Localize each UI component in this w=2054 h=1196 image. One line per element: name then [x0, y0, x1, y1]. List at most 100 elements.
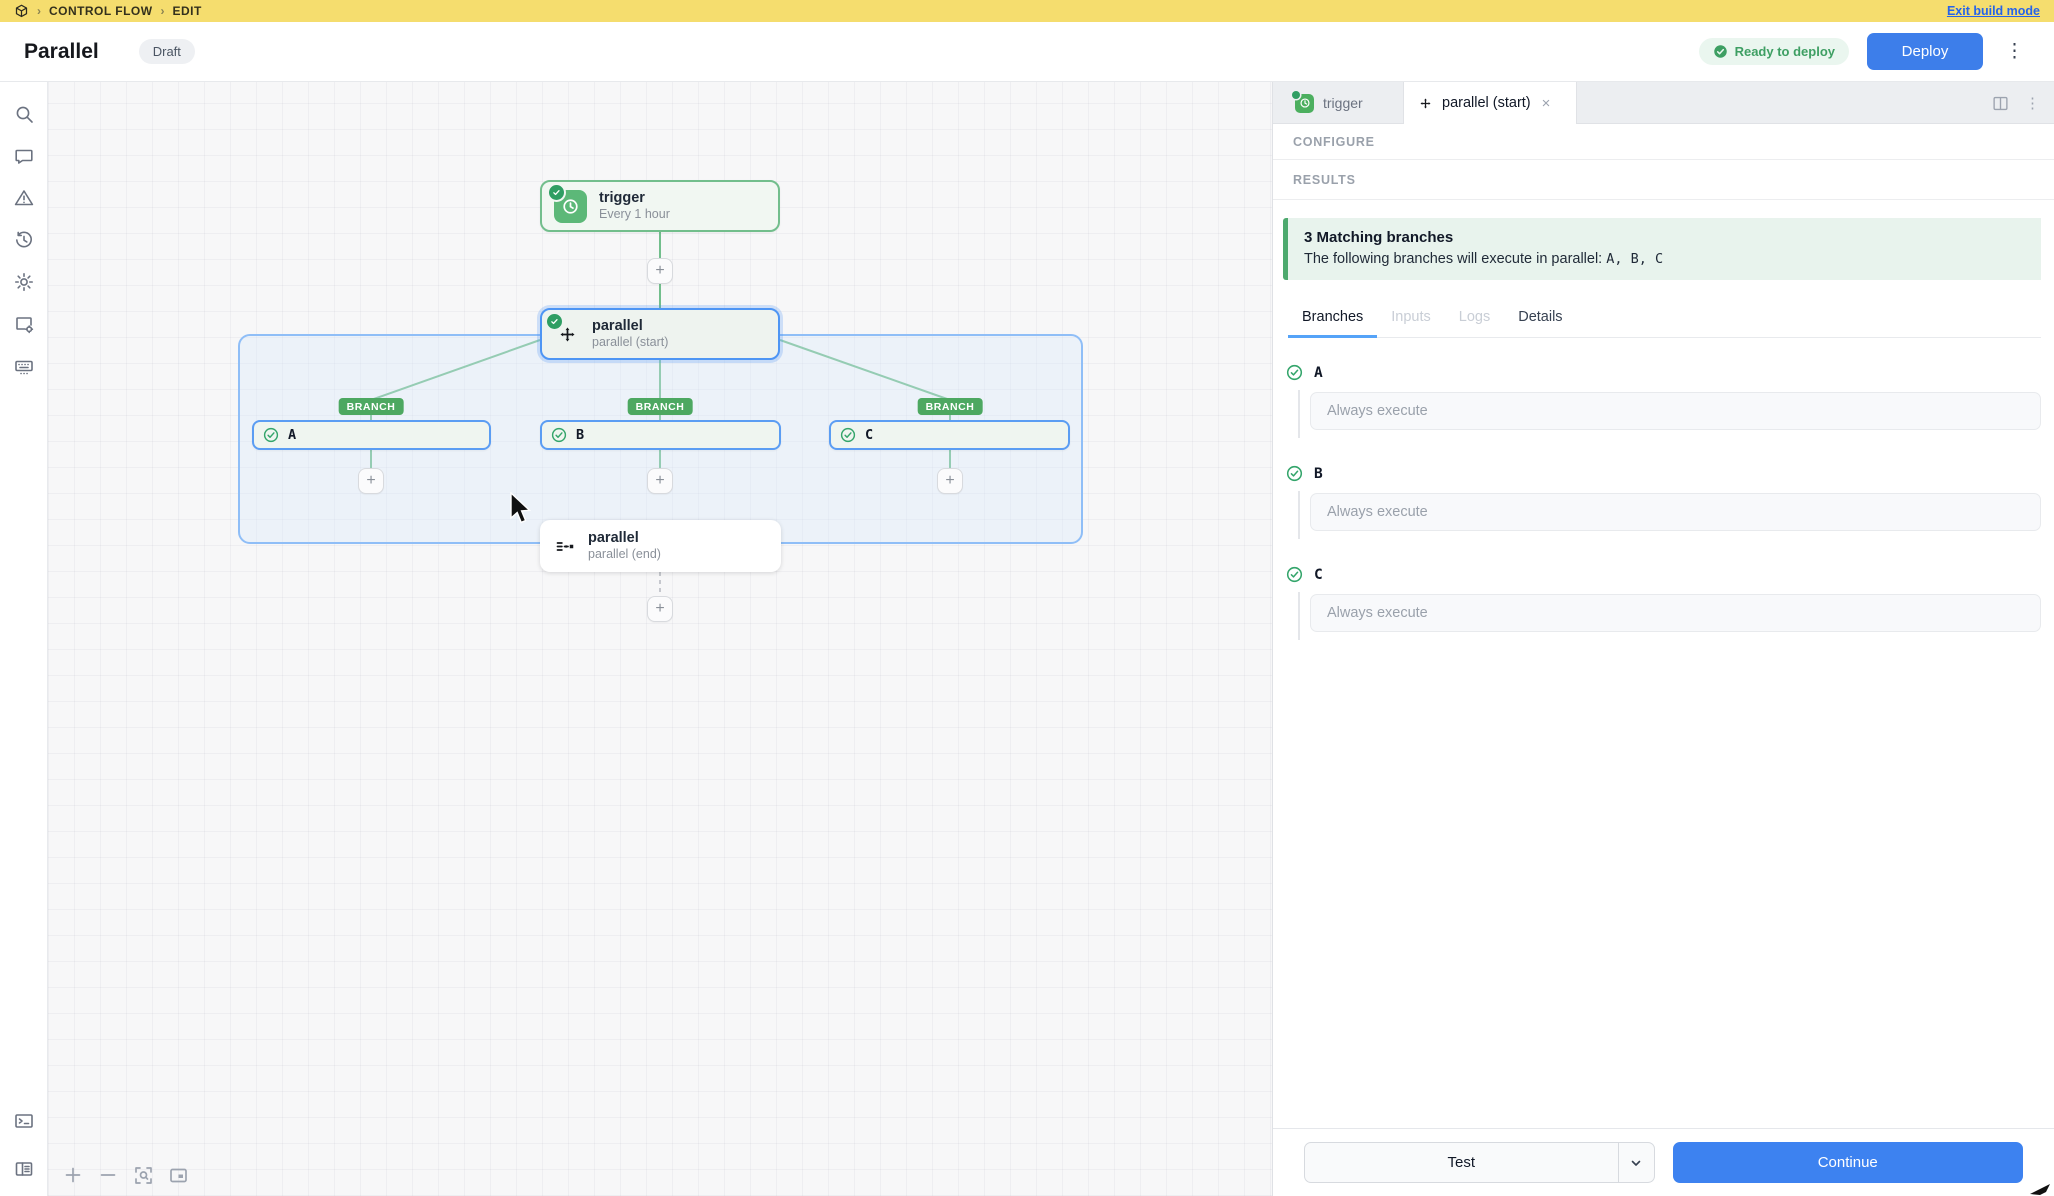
- inspector-panel: trigger parallel (start) × ⋮ CONFIGURE R…: [1273, 82, 2054, 1196]
- tab-trigger[interactable]: trigger: [1281, 82, 1403, 124]
- flow-header: Parallel Draft Ready to deploy Deploy ⋮: [0, 22, 2054, 82]
- results-label: RESULTS: [1293, 172, 1356, 187]
- check-circle-icon: [551, 427, 567, 443]
- header-overflow-menu-icon[interactable]: ⋮: [2005, 41, 2024, 62]
- results-section-header[interactable]: RESULTS: [1273, 160, 2054, 200]
- check-circle-icon: [1286, 465, 1303, 482]
- banner-title: 3 Matching branches: [1304, 229, 1454, 246]
- branch-tag: BRANCH: [917, 398, 983, 415]
- terminal-icon[interactable]: [6, 1100, 42, 1142]
- matching-branches-banner: 3 Matching branches The following branch…: [1283, 218, 2041, 280]
- branch-condition-field[interactable]: Always execute: [1310, 493, 2041, 531]
- tab-inputs[interactable]: Inputs: [1391, 309, 1431, 325]
- banner-text: The following branches will execute in p…: [1304, 251, 2025, 267]
- toggle-panel-icon[interactable]: [6, 1148, 42, 1190]
- branch-name: C: [1314, 566, 1323, 583]
- canvas-controls: [62, 1164, 189, 1186]
- trigger-schedule-icon: [549, 184, 587, 223]
- add-step-button[interactable]: +: [358, 468, 384, 494]
- app-settings-icon[interactable]: [6, 303, 42, 345]
- add-step-button[interactable]: +: [647, 596, 673, 622]
- zoom-out-icon[interactable]: [97, 1164, 119, 1186]
- continue-button[interactable]: Continue: [1672, 1142, 2023, 1183]
- branch-node-label: A: [288, 427, 297, 443]
- configure-section-header[interactable]: CONFIGURE: [1273, 124, 2054, 160]
- minimap-icon[interactable]: [167, 1164, 189, 1186]
- panel-footer: Test Continue: [1273, 1128, 2054, 1196]
- tab-branches[interactable]: Branches: [1288, 300, 1378, 338]
- close-tab-icon[interactable]: ×: [1541, 94, 1551, 112]
- flow-connectors: [370, 232, 951, 598]
- split-view-icon[interactable]: [1992, 95, 2009, 112]
- app-logo-cube-icon[interactable]: [14, 4, 29, 19]
- deploy-button[interactable]: Deploy: [1867, 33, 1983, 70]
- parallel-end-subtitle: parallel (end): [588, 547, 661, 562]
- breadcrumb-chevron-icon: ›: [37, 4, 41, 18]
- success-check-badge-icon: [1292, 90, 1300, 99]
- settings-gear-icon[interactable]: [6, 261, 42, 303]
- parallel-merge-icon: [552, 534, 576, 558]
- add-step-button[interactable]: +: [937, 468, 963, 494]
- history-icon[interactable]: [6, 219, 42, 261]
- panel-tabbar: trigger parallel (start) × ⋮: [1273, 82, 2054, 124]
- banner-branch-list: A, B, C: [1606, 251, 1664, 267]
- keyboard-shortcuts-icon[interactable]: [6, 345, 42, 387]
- zoom-in-icon[interactable]: [62, 1164, 84, 1186]
- result-tabs: Branches Inputs Logs Details: [1288, 300, 2041, 338]
- flow-canvas[interactable]: trigger Every 1 hour + parallel parallel…: [48, 82, 1273, 1196]
- fit-view-icon[interactable]: [132, 1164, 154, 1186]
- ready-to-deploy-badge: Ready to deploy: [1698, 38, 1849, 65]
- trigger-schedule-icon: [1292, 90, 1314, 113]
- check-circle-icon: [1286, 364, 1303, 381]
- branch-name: A: [1314, 364, 1323, 381]
- breadcrumb-edit[interactable]: EDIT: [172, 4, 202, 18]
- banner-body-text: The following branches will execute in p…: [1304, 251, 1607, 267]
- node-parallel-end[interactable]: parallel parallel (end): [540, 520, 781, 572]
- banner-accent-bar: [1283, 218, 1288, 280]
- parallel-start-subtitle: parallel (start): [592, 335, 669, 350]
- node-trigger[interactable]: trigger Every 1 hour: [540, 180, 780, 232]
- check-circle-icon: [840, 427, 856, 443]
- trigger-node-subtitle: Every 1 hour: [599, 207, 670, 222]
- branch-name: B: [1314, 465, 1323, 482]
- branch-node-c[interactable]: C: [829, 420, 1070, 450]
- warnings-icon[interactable]: [6, 177, 42, 219]
- node-parallel-start[interactable]: parallel parallel (start): [540, 308, 780, 360]
- check-circle-icon: [263, 427, 279, 443]
- add-step-button[interactable]: +: [647, 258, 673, 284]
- branch-node-label: C: [865, 427, 874, 443]
- breadcrumb-control-flow[interactable]: CONTROL FLOW: [49, 4, 153, 18]
- tab-trigger-label: trigger: [1323, 95, 1363, 111]
- add-step-button[interactable]: +: [647, 468, 673, 494]
- ready-to-deploy-label: Ready to deploy: [1734, 44, 1835, 59]
- exit-build-mode-link[interactable]: Exit build mode: [1946, 4, 2040, 18]
- tab-parallel-start[interactable]: parallel (start) ×: [1403, 82, 1577, 124]
- trigger-node-title: trigger: [599, 190, 645, 207]
- branch-list: A Always execute B Always execute: [1286, 364, 2041, 640]
- configure-label: CONFIGURE: [1293, 134, 1375, 149]
- test-button[interactable]: Test: [1304, 1142, 1618, 1183]
- parallel-start-title: parallel: [592, 318, 643, 335]
- branch-condition-field[interactable]: Always execute: [1310, 594, 2041, 632]
- parallel-split-icon: [547, 314, 580, 347]
- panel-overflow-menu-icon[interactable]: ⋮: [2025, 94, 2040, 112]
- branch-item-a: A Always execute: [1286, 364, 2041, 438]
- check-circle-icon: [1713, 45, 1727, 58]
- comments-icon[interactable]: [6, 135, 42, 177]
- branch-node-label: B: [576, 427, 585, 443]
- branch-tag: BRANCH: [627, 398, 693, 415]
- tab-logs[interactable]: Logs: [1458, 309, 1491, 325]
- branch-node-a[interactable]: A: [252, 420, 491, 450]
- search-icon[interactable]: [6, 93, 42, 135]
- branch-item-c: C Always execute: [1286, 566, 2041, 640]
- parallel-split-icon: [1420, 98, 1431, 108]
- branch-condition-field[interactable]: Always execute: [1310, 392, 2041, 430]
- draft-status-badge: Draft: [138, 39, 195, 64]
- branch-tag: BRANCH: [338, 398, 404, 415]
- success-check-badge-icon: [549, 184, 564, 200]
- branch-node-b[interactable]: B: [540, 420, 781, 450]
- branch-item-b: B Always execute: [1286, 465, 2041, 539]
- tab-details[interactable]: Details: [1518, 309, 1563, 325]
- test-options-chevron-icon[interactable]: [1617, 1142, 1655, 1183]
